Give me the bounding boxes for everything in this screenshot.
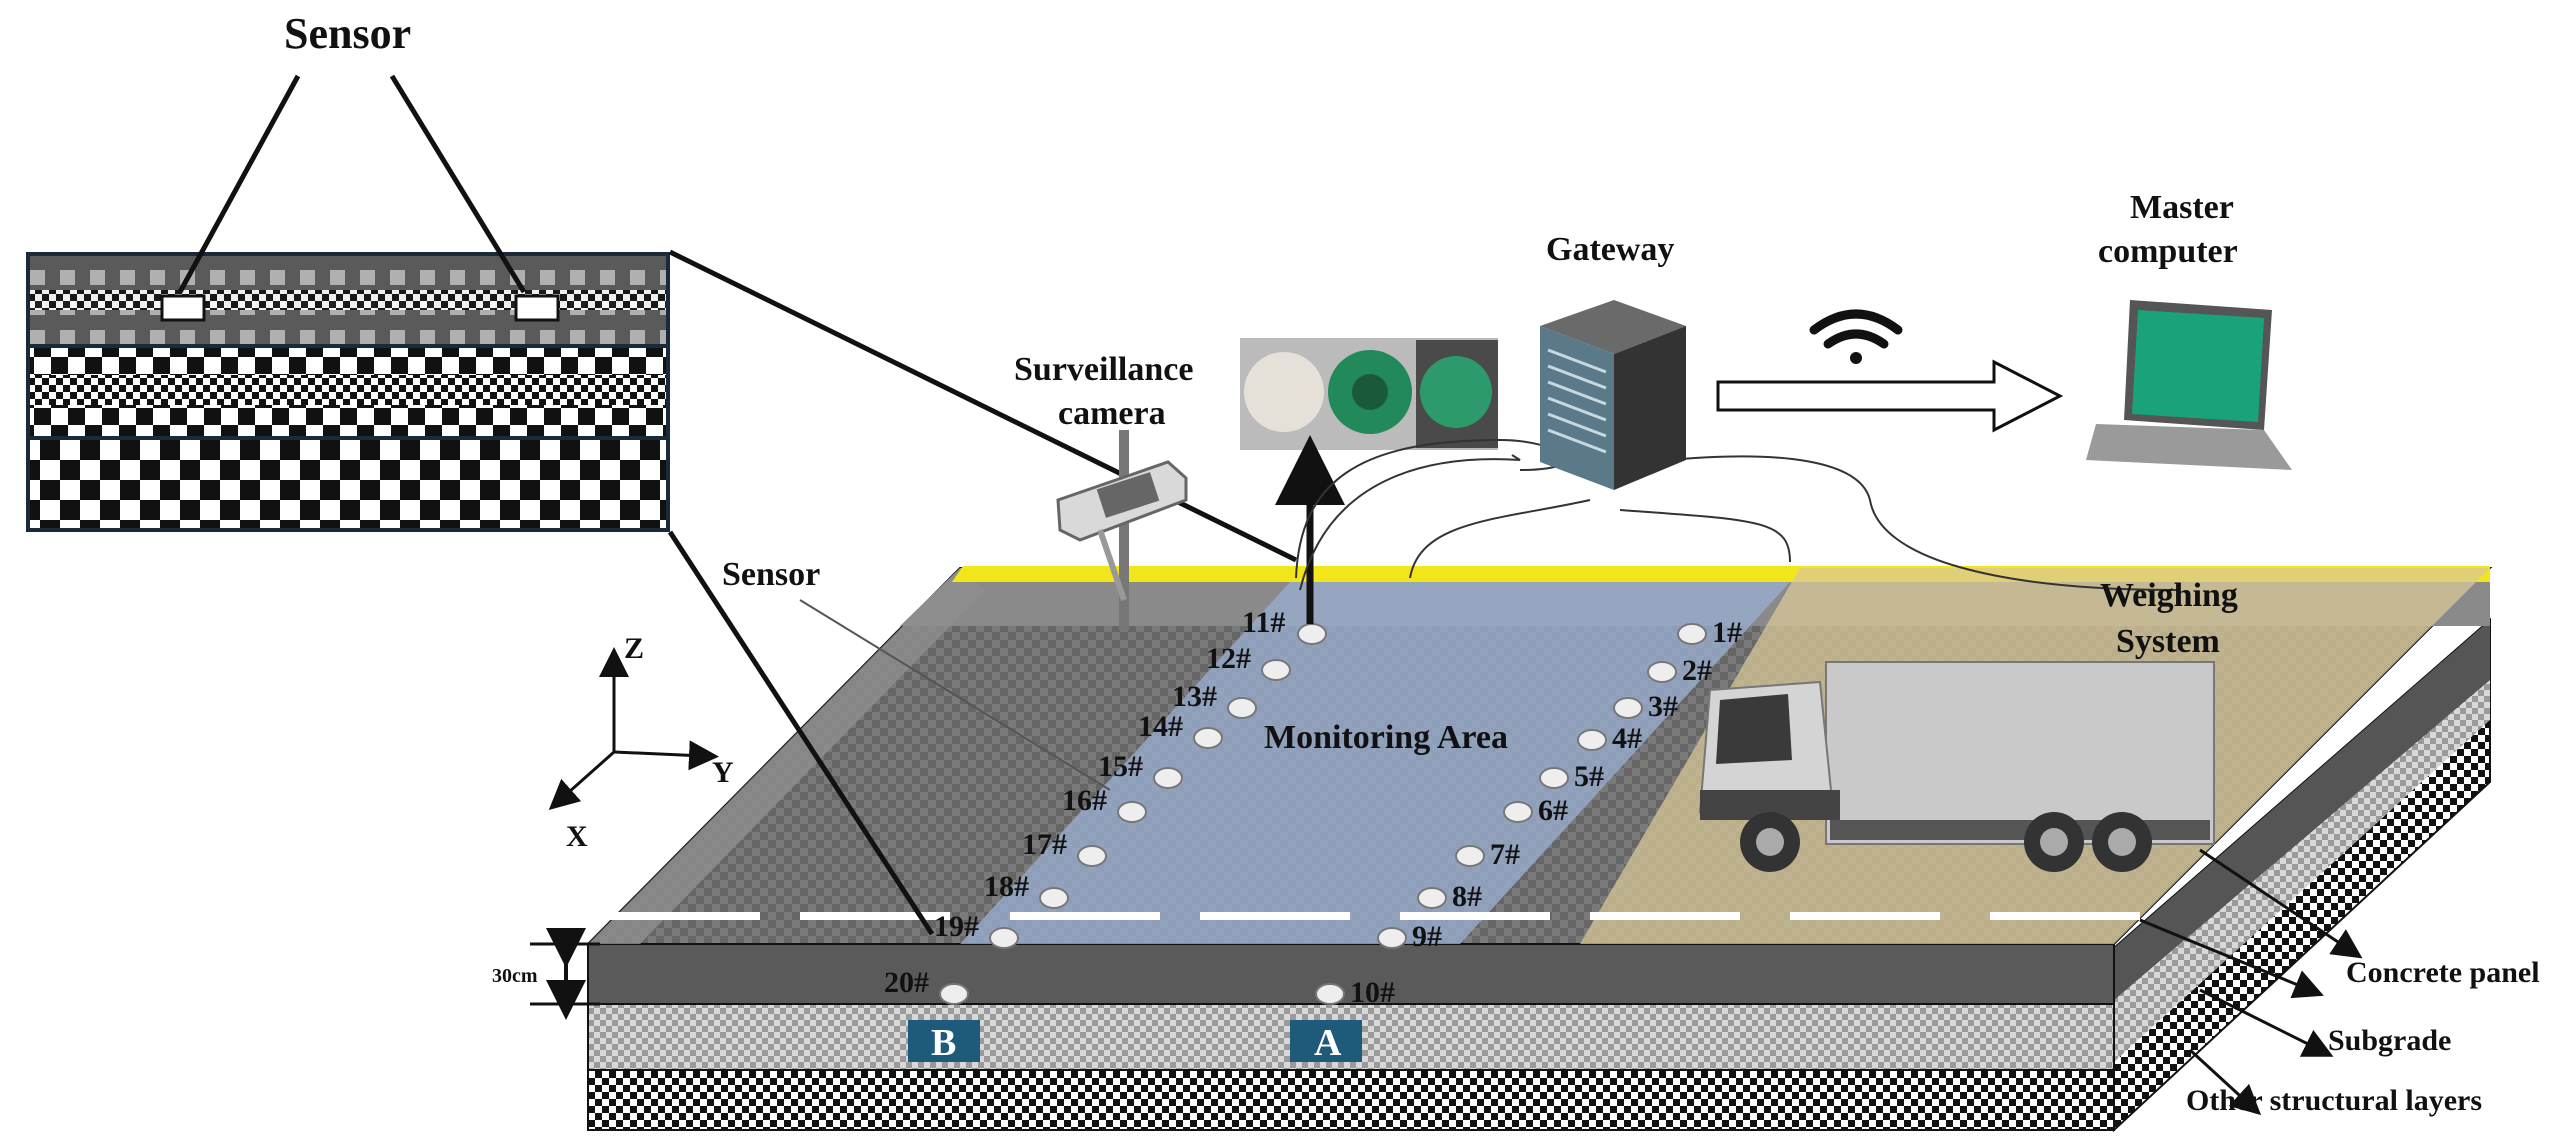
- monitoring-area-label: Monitoring Area: [1264, 719, 1508, 756]
- surveillance-camera-label-2: camera: [1058, 395, 1166, 432]
- master-computer-label-2: computer: [2098, 233, 2238, 270]
- sensor-marker-4: 4#: [1577, 722, 1642, 755]
- sensor-marker-15: 15#: [1098, 750, 1183, 789]
- master-computer-label-1: Master: [2130, 189, 2234, 226]
- thickness-label: 30cm: [492, 965, 538, 987]
- sensor-pointer-label: Sensor: [722, 556, 820, 593]
- sensor-label-6: 6#: [1538, 794, 1568, 827]
- sensor-marker-20: 20#: [884, 966, 969, 1005]
- sensor-label-3: 3#: [1648, 690, 1678, 723]
- sensor-label-15: 15#: [1098, 750, 1143, 783]
- sensor-marker-8: 8#: [1417, 880, 1482, 913]
- data-arrow: [1716, 359, 2064, 433]
- sensor-marker-16: 16#: [1062, 784, 1147, 823]
- surveillance-camera-icon: [1056, 430, 1188, 630]
- sensor-marker-11: 11#: [1242, 606, 1327, 645]
- svg-text:B: B: [931, 1022, 956, 1064]
- subgrade-label: Subgrade: [2328, 1024, 2451, 1057]
- sensor-label-11: 11#: [1242, 606, 1285, 639]
- monitoring-area: [960, 582, 1790, 944]
- sensor-marker-2: 2#: [1647, 654, 1712, 687]
- sensor-label-14: 14#: [1138, 710, 1183, 743]
- other-layers: [587, 1069, 2115, 1131]
- axis-x-label: X: [566, 820, 588, 853]
- weighing-system-label-2: System: [2116, 623, 2220, 660]
- weighing-system-label-1: Weighing: [2100, 577, 2238, 614]
- sensor-marker-6: 6#: [1503, 794, 1568, 827]
- section-b-badge: B: [908, 1020, 980, 1064]
- sensor-label-20: 20#: [884, 966, 929, 999]
- truck-icon: [1698, 661, 2215, 872]
- sensor-inset-panel: [26, 252, 670, 532]
- axis-y-label: Y: [712, 756, 734, 789]
- wifi-icon: [1809, 309, 1903, 364]
- sensor-marker-9: 9#: [1377, 920, 1442, 953]
- sensor-marker-1: 1#: [1677, 616, 1742, 649]
- svg-text:A: A: [1314, 1022, 1342, 1064]
- sensor-label-17: 17#: [1022, 828, 1067, 861]
- gateway-label: Gateway: [1546, 231, 1674, 268]
- sensor-label-8: 8#: [1452, 880, 1482, 913]
- inset-sensor-left: [160, 294, 206, 322]
- sensor-label-4: 4#: [1612, 722, 1642, 755]
- sensor-layer: 1#2#3#4#5#6# 7#8# 9# 10# 11#12# 13#14# 15#16# 1…: [884, 606, 1742, 1009]
- sensor-label-16: 16#: [1062, 784, 1107, 817]
- sensor-marker-17: 17#: [1022, 828, 1107, 867]
- sensor-label-18: 18#: [984, 870, 1029, 903]
- sensor-marker-7: 7#: [1455, 838, 1520, 871]
- sensor-marker-18: 18#: [984, 870, 1069, 909]
- inset-sensor-right: [514, 294, 560, 322]
- sensor-label-12: 12#: [1206, 642, 1251, 675]
- sensor-marker-12: 12#: [1206, 642, 1291, 681]
- sensor-label-10: 10#: [1350, 976, 1395, 1009]
- sensor-marker-19: 19#: [934, 910, 1019, 949]
- sensor-label-7: 7#: [1490, 838, 1520, 871]
- sensor-label-19: 19#: [934, 910, 979, 943]
- axis-z-label: Z: [624, 632, 644, 665]
- concrete-panel-label: Concrete panel: [2346, 956, 2540, 989]
- sensor-label-2: 2#: [1682, 654, 1712, 687]
- sensor-label-9: 9#: [1412, 920, 1442, 953]
- sensor-marker-3: 3#: [1613, 690, 1678, 723]
- sensor-label-13: 13#: [1172, 680, 1217, 713]
- sensor-marker-13: 13#: [1172, 680, 1257, 719]
- sensor-marker-14: 14#: [1138, 710, 1223, 749]
- axes-icon: [548, 647, 719, 810]
- laptop-icon: [2086, 300, 2292, 470]
- sensor-marker-5: 5#: [1539, 760, 1604, 793]
- sensor-label-1: 1#: [1712, 616, 1742, 649]
- surveillance-camera-label-1: Surveillance: [1014, 351, 1193, 388]
- sensor-photo-icon: [1240, 338, 1498, 450]
- sensor-title: Sensor: [284, 9, 411, 58]
- concrete-panel-layer: [587, 943, 2115, 1005]
- section-a-badge: A: [1290, 1020, 1362, 1064]
- other-layers-label: Other structural layers: [2186, 1084, 2482, 1117]
- sensor-label-5: 5#: [1574, 760, 1604, 793]
- sensor-marker-10: 10#: [1315, 976, 1395, 1009]
- server-icon: [1540, 300, 1686, 490]
